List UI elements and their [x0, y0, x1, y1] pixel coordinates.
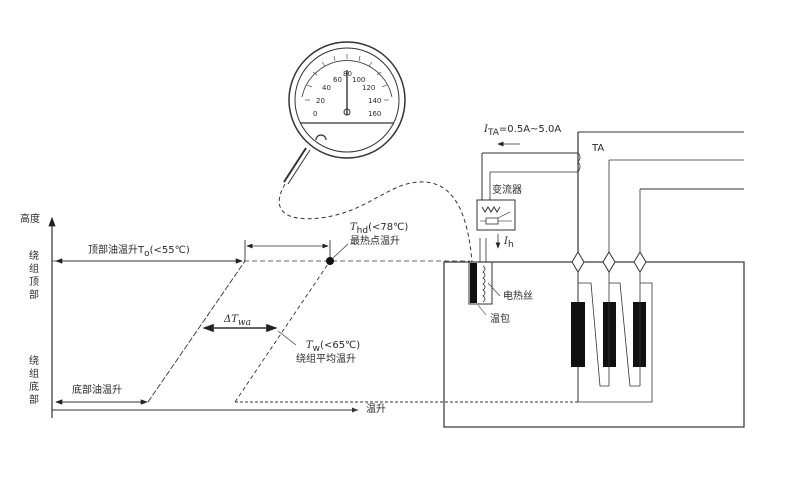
dial-thermometer: [278, 41, 473, 263]
y-axis-label: 高度: [20, 214, 40, 225]
gauge-scale-60: 60: [333, 76, 342, 84]
gradient-label: ΔTwa: [224, 314, 251, 328]
gauge-scale-120: 120: [362, 84, 376, 92]
transformer-tank: [443, 261, 745, 428]
temperature-profile-chart: [48, 216, 578, 418]
avg-winding-label: Tw(<65℃) 绕组平均温升: [296, 340, 361, 366]
oil-temperature-line: [147, 260, 246, 403]
gauge-scale-80: 80: [343, 70, 352, 78]
heater-wire-label: 电热丝: [503, 291, 533, 302]
winding-b: [603, 302, 616, 367]
top-oil-rise-label: 顶部油温升To(<55℃): [88, 245, 190, 259]
bottom-oil-rise-label: 底部油温升: [72, 385, 122, 396]
temperature-bulb: [468, 261, 493, 305]
hotspot-label: Thd(<78℃) 最热点温升: [350, 222, 409, 248]
bulb-label: 温包: [490, 314, 510, 325]
winding-temperature-line: [234, 260, 331, 403]
transformer-circuit: [443, 131, 745, 428]
gauge-scale-160: 160: [368, 110, 382, 118]
ct-current-label: ITA=0.5A~5.0A: [484, 124, 562, 138]
x-axis-label: 温升: [366, 404, 386, 415]
gauge-scale-0: 0: [313, 110, 318, 118]
ct-label: TA: [592, 143, 605, 154]
capillary-tube: [278, 181, 473, 263]
current-converter: [476, 199, 516, 231]
winding-a: [571, 302, 585, 367]
winding-c: [633, 302, 646, 367]
gauge-scale-140: 140: [368, 97, 382, 105]
gauge-scale-20: 20: [316, 97, 325, 105]
hotspot-marker: [326, 257, 334, 265]
converter-label: 变流器: [492, 185, 522, 196]
heater-current-label: Ih: [504, 236, 514, 250]
winding-bottom-label: 绕组底部: [29, 356, 39, 406]
gauge-scale-100: 100: [352, 76, 366, 84]
gauge-scale-40: 40: [322, 84, 331, 92]
winding-top-label: 绕组顶部: [29, 251, 39, 301]
